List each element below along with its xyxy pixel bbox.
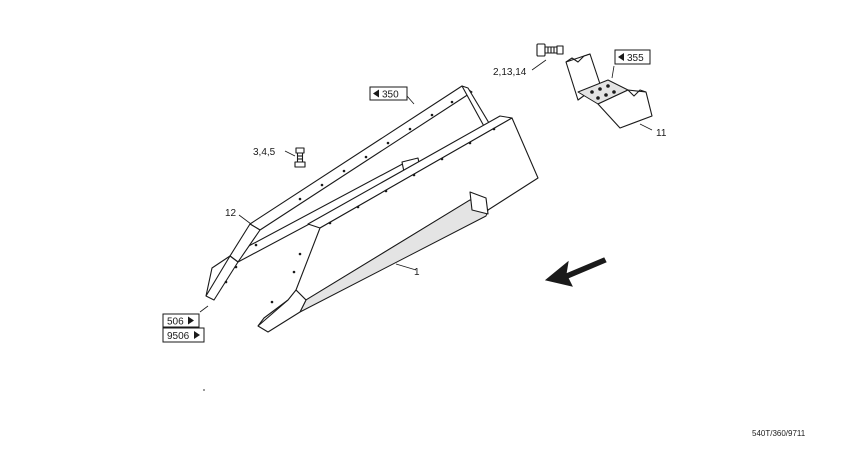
leader-lines <box>199 59 653 313</box>
part-1-fender <box>257 115 539 333</box>
ref-box-9506[interactable]: 9506 <box>162 327 205 343</box>
ref-350-label: 350 <box>382 90 399 101</box>
stray-dot <box>203 389 205 391</box>
callout-hardware-2-13-14: 2,13,14 <box>493 67 527 78</box>
arrow-right-icon <box>194 331 200 339</box>
ref-506-label: 506 <box>167 317 184 328</box>
ref-355-label: 355 <box>627 53 644 64</box>
bolt-2-13-14-icon <box>536 43 564 57</box>
callout-hardware-3-4-5: 3,4,5 <box>253 147 276 158</box>
callout-part-12: 12 <box>225 208 237 219</box>
arrow-left-icon <box>618 53 624 61</box>
ref-9506-label: 9506 <box>167 331 190 342</box>
callout-part-1: 1 <box>414 267 420 278</box>
ref-box-350[interactable]: 350 <box>369 86 408 101</box>
direction-arrow-icon <box>544 257 607 287</box>
callout-part-11: 11 <box>656 128 667 139</box>
ref-box-355[interactable]: 355 <box>614 49 651 65</box>
arrow-left-icon <box>373 89 379 98</box>
arrow-right-icon <box>188 316 194 325</box>
part-11-step-bracket <box>565 53 653 129</box>
bolt-3-4-5-icon <box>294 147 306 168</box>
ref-box-506[interactable]: 506 <box>162 313 200 328</box>
drawing-id: 540T/360/9711 <box>752 429 806 438</box>
